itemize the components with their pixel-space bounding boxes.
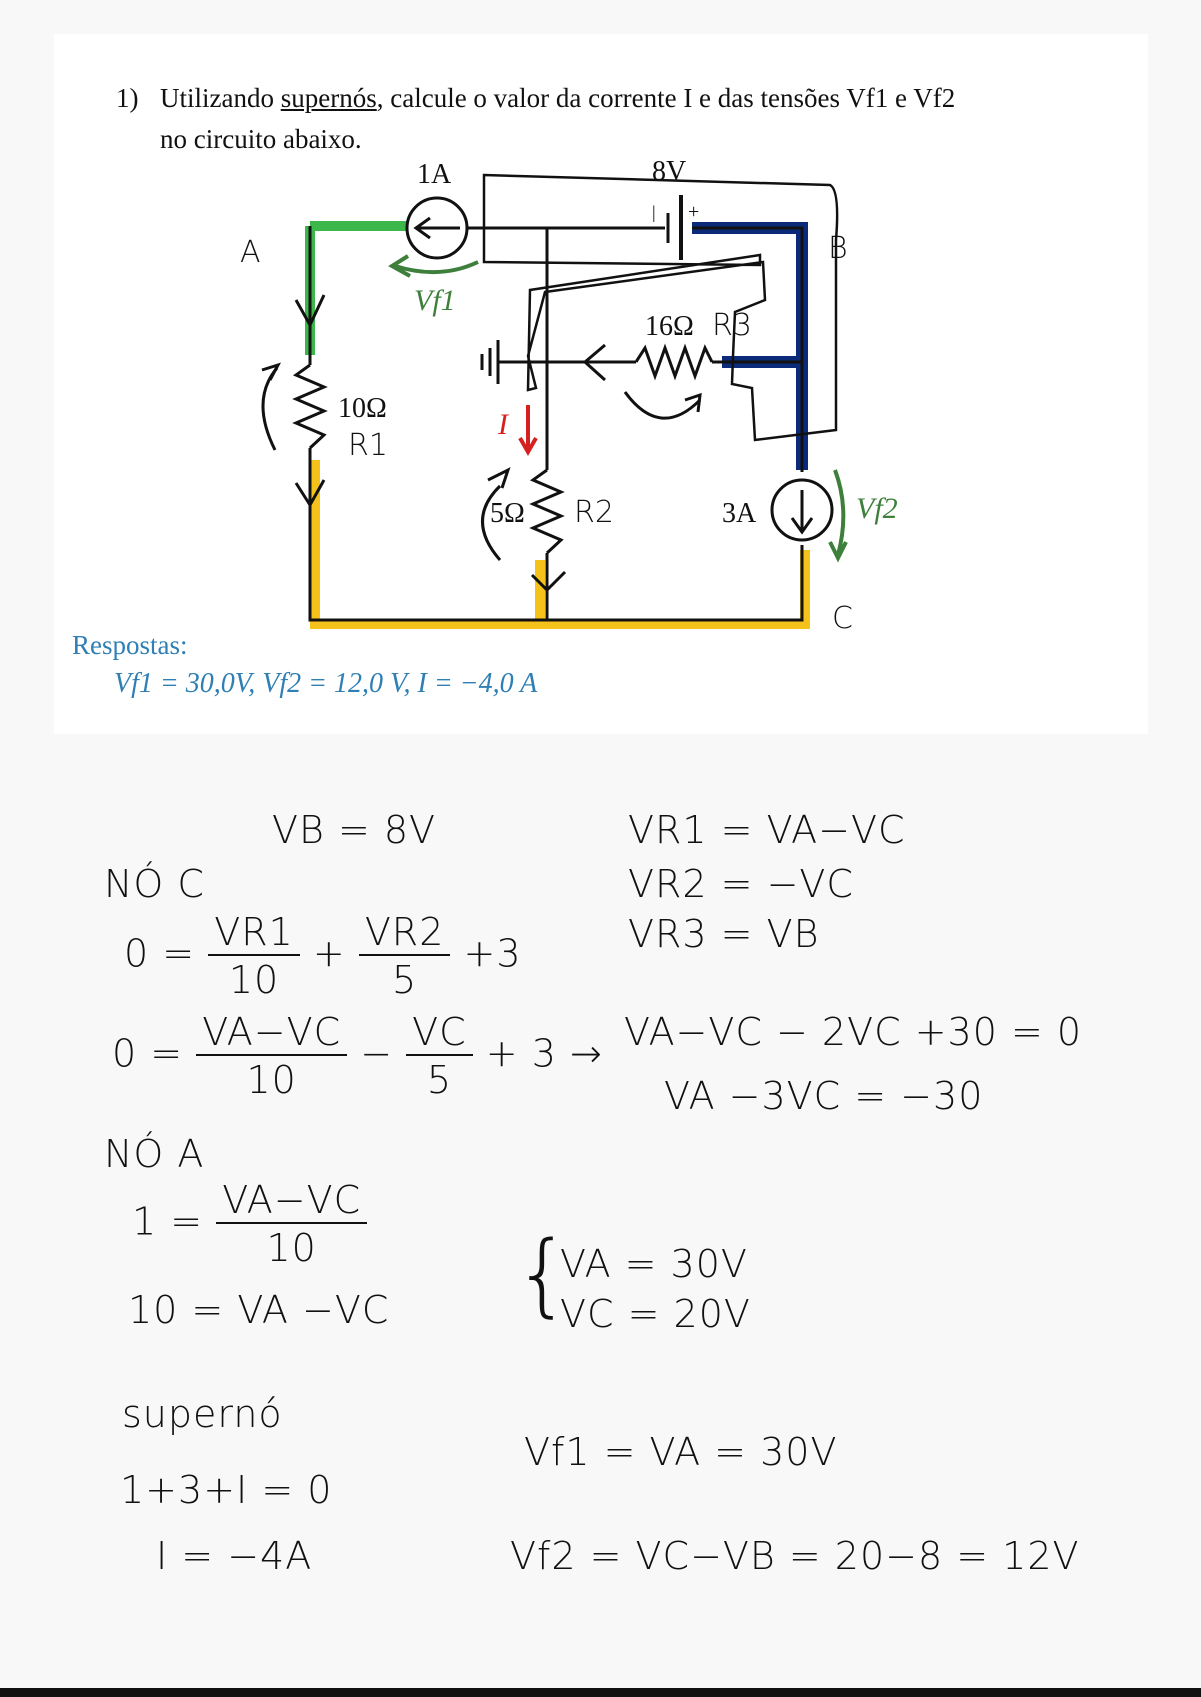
battery-minus-icon: | xyxy=(652,202,656,222)
answers-title: Respostas: xyxy=(72,630,188,660)
note-sys-vc: VC = 20V xyxy=(560,1292,751,1336)
arrow-left-icon xyxy=(413,216,460,240)
label-node-a: A xyxy=(240,235,261,270)
note-vr2: VR2 = −VC xyxy=(628,862,854,906)
problem-text-after: , calcule o valor da corrente I e das te… xyxy=(376,83,956,113)
note-supernode: supernó xyxy=(122,1392,283,1436)
eq1-plus: + xyxy=(312,931,346,976)
problem-underlined-word: supernós xyxy=(280,83,377,113)
label-3a: 3A xyxy=(722,498,757,529)
label-8v: 8V xyxy=(652,156,686,187)
problem-number: 1) xyxy=(116,83,139,113)
answers-line: Vf1 = 30,0V, Vf2 = 12,0 V, I = −4,0 A xyxy=(114,668,538,699)
label-r2-value: 5Ω xyxy=(490,498,525,529)
note-eq7: 1+3+I = 0 xyxy=(120,1468,333,1512)
label-vf2: Vf2 xyxy=(856,492,898,525)
eq2-arrow-icon: → xyxy=(570,1031,603,1076)
note-vr3: VR3 = VB xyxy=(628,912,820,956)
note-eq6: 10 = VA −VC xyxy=(128,1288,390,1332)
eq1-rest: +3 xyxy=(463,931,522,976)
handwritten-marks xyxy=(261,294,702,593)
ground-icon xyxy=(480,340,500,384)
note-vf1-result: Vf1 = VA = 30V xyxy=(524,1430,838,1474)
eq2-den-2: 5 xyxy=(426,1058,453,1102)
eq1-den-2: 5 xyxy=(392,958,418,1002)
label-node-c: C xyxy=(832,601,853,636)
note-vb: VB = 8V xyxy=(272,808,437,852)
vf1-arrow xyxy=(394,260,479,275)
note-no-c: NÓ C xyxy=(104,862,205,906)
battery-8v xyxy=(666,195,683,260)
resistor-r2 xyxy=(529,468,565,555)
problem-line-2: no circuito abaixo. xyxy=(160,124,362,154)
resistor-r1 xyxy=(292,363,328,450)
label-r3-name: R3 xyxy=(712,308,752,343)
eq2-minus: − xyxy=(360,1031,394,1076)
eq2-rest: + 3 xyxy=(485,1031,557,1076)
eq2-den-1: 10 xyxy=(246,1058,297,1102)
note-no-a: NÓ A xyxy=(104,1132,205,1176)
label-vf1: Vf1 xyxy=(414,284,456,317)
eq2-lhs: 0 = xyxy=(112,1031,184,1076)
note-eq4: VA −3VC = −30 xyxy=(664,1074,984,1118)
note-eq3: VA−VC − 2VC +30 = 0 xyxy=(624,1010,1083,1054)
label-r1-name: R1 xyxy=(348,428,388,463)
label-node-b: B xyxy=(828,231,848,266)
system-brace-icon: { xyxy=(514,1222,572,1327)
bottom-bar xyxy=(0,1688,1201,1697)
green-highlight xyxy=(305,221,412,355)
note-sys-va: VA = 30V xyxy=(560,1242,748,1286)
vf2-arrow xyxy=(833,469,846,556)
eq2-num-1: VA−VC xyxy=(196,1010,348,1056)
note-vr1: VR1 = VA−VC xyxy=(628,808,906,852)
eq5-lhs: 1 = xyxy=(132,1199,204,1244)
label-r3-value: 16Ω xyxy=(645,311,694,342)
circuit-diagram: + | 1A 8V 16Ω 10Ω 5Ω xyxy=(240,156,898,636)
eq2-num-2: VC xyxy=(406,1010,473,1056)
label-r1-value: 10Ω xyxy=(338,393,387,424)
eq1-lhs: 0 = xyxy=(124,931,196,976)
yellow-highlight xyxy=(310,460,810,629)
label-current-i: I xyxy=(497,408,510,441)
resistor-r3 xyxy=(634,343,714,381)
circuit-wires xyxy=(308,226,804,622)
eq5-num: VA−VC xyxy=(216,1178,368,1224)
note-eq8: I = −4A xyxy=(156,1534,313,1578)
vf2-arrowhead-icon xyxy=(828,541,848,563)
eq1-num-2: VR2 xyxy=(358,910,451,956)
battery-plus-icon: + xyxy=(688,201,699,223)
problem-text-before: Utilizando xyxy=(160,83,281,113)
eq5-den: 10 xyxy=(266,1226,317,1270)
note-vf2-result: Vf2 = VC−VB = 20−8 = 12V xyxy=(510,1534,1080,1578)
current-i-arrow xyxy=(518,405,538,457)
eq1-num-1: VR1 xyxy=(208,910,300,956)
supernode-outline xyxy=(482,173,839,442)
eq1-den-1: 10 xyxy=(228,958,280,1002)
label-1a: 1A xyxy=(417,159,452,190)
problem-sheet xyxy=(54,34,1148,734)
arrow-down-icon xyxy=(790,490,814,535)
label-r2-name: R2 xyxy=(574,495,614,530)
vf1-arrowhead-icon xyxy=(388,254,411,278)
